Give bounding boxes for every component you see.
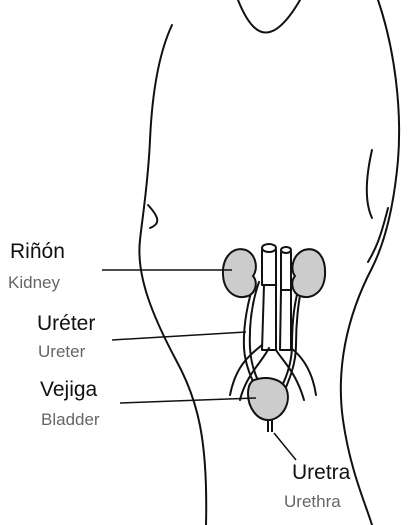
ureter-label-es: Uréter (37, 313, 95, 334)
shoulder-left (238, 0, 300, 33)
waist-line-left (148, 205, 157, 228)
body-outline-left (139, 25, 206, 525)
urethra-leader-line (274, 433, 296, 460)
kidney-label-es: Riñón (10, 241, 65, 262)
kidney-left-shape (223, 249, 256, 297)
bladder-leader-line (120, 398, 256, 403)
urethra-label-es: Uretra (292, 462, 350, 483)
major-vessels (262, 244, 291, 290)
vessel-trunk (262, 285, 291, 350)
ureter-label-en: Ureter (38, 343, 85, 360)
kidney-right-shape (292, 249, 325, 297)
urethra-shape (268, 420, 272, 432)
kidney-label-en: Kidney (8, 274, 60, 291)
urethra-label-en: Urethra (284, 493, 341, 510)
bladder-label-en: Bladder (41, 411, 100, 428)
body-outline-right (341, 0, 399, 525)
waist-line-right (367, 150, 372, 218)
ureter-leader-line (112, 332, 246, 340)
bladder-label-es: Vejiga (40, 379, 97, 400)
bladder-shape (248, 378, 288, 420)
